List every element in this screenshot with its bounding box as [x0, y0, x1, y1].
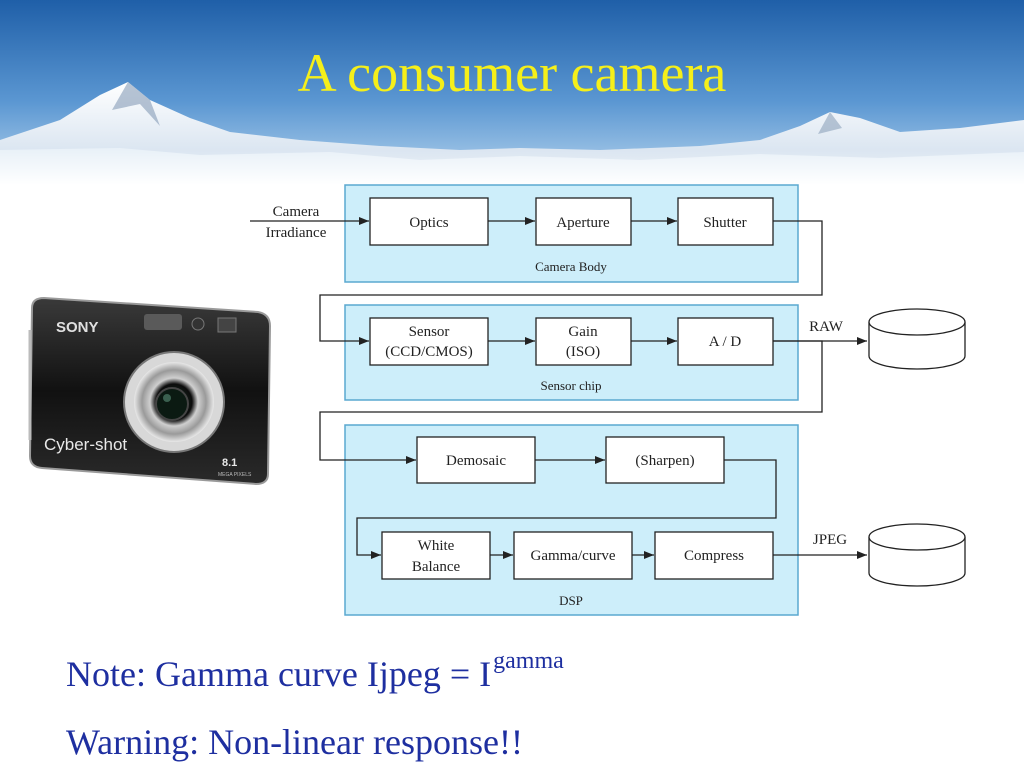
- camera-mp-label: MEGA PIXELS: [218, 472, 252, 478]
- compress-label: Compress: [684, 548, 744, 564]
- demosaic-label: Demosaic: [446, 453, 506, 469]
- camera-model: Cyber-shot: [44, 435, 127, 454]
- gamma-curve-label: Gamma/curve: [531, 548, 616, 564]
- gamma-note-text: Note: Gamma curve Ijpeg = I: [66, 654, 492, 694]
- white-balance-block: [381, 531, 491, 580]
- shutter-label: Shutter: [703, 215, 746, 231]
- white-balance-label-line1: White: [418, 538, 455, 554]
- gamma-note: Note: Gamma curve Ijpeg = Igamma: [66, 648, 564, 701]
- jpeg-output-label: JPEG: [813, 532, 847, 548]
- sensor-label-line2: (CCD/CMOS): [385, 344, 473, 360]
- mountain-banner: [0, 0, 1024, 185]
- compress-block: [654, 531, 774, 580]
- input-label-irradiance: Irradiance: [266, 225, 327, 241]
- optics-block: [369, 197, 489, 246]
- jpeg-storage-icon: [868, 523, 966, 587]
- ad-demosaic-connector: [319, 340, 823, 464]
- shutter-block: [677, 197, 774, 246]
- sharpen-block: [605, 436, 725, 484]
- dsp-group: [344, 424, 799, 616]
- raw-output-label: RAW: [809, 319, 844, 335]
- sharpen-label: (Sharpen): [635, 453, 694, 469]
- camera-photo: SONY Cyber-shot 8.1 MEGA PIXELS: [28, 296, 272, 486]
- sensor-chip-label: Sensor chip: [540, 378, 601, 393]
- camera-body-label: Camera Body: [535, 259, 607, 274]
- input-label-camera: Camera: [273, 204, 320, 220]
- gain-label-line2: (ISO): [566, 344, 600, 360]
- camera-brand: SONY: [56, 319, 99, 336]
- aperture-label: Aperture: [556, 215, 610, 231]
- white-balance-label-line2: Balance: [412, 559, 461, 575]
- gain-label-line1: Gain: [568, 324, 598, 340]
- raw-storage-icon: [868, 308, 966, 370]
- nonlinear-warning: Warning: Non-linear response!!: [66, 722, 523, 762]
- demosaic-block: [416, 436, 536, 484]
- aperture-block: [535, 197, 632, 246]
- sensor-block: [369, 317, 489, 366]
- camera-megapixels: 8.1: [222, 457, 237, 469]
- sensor-label-line1: Sensor: [409, 324, 450, 340]
- shutter-sensor-connector: [319, 220, 823, 345]
- gamma-note-superscript: gamma: [493, 648, 564, 674]
- dsp-label: DSP: [559, 593, 583, 608]
- gain-block: [535, 317, 632, 366]
- ad-label: A / D: [709, 334, 742, 350]
- gamma-curve-block: [513, 531, 633, 580]
- camera-pipeline-diagram: Camera Irradiance Optics Aperture Shutte…: [250, 184, 966, 616]
- sharpen-whitebalance-connector: [356, 459, 777, 559]
- ad-block: [677, 317, 774, 366]
- optics-label: Optics: [409, 215, 448, 231]
- slide-title: A consumer camera: [297, 43, 727, 103]
